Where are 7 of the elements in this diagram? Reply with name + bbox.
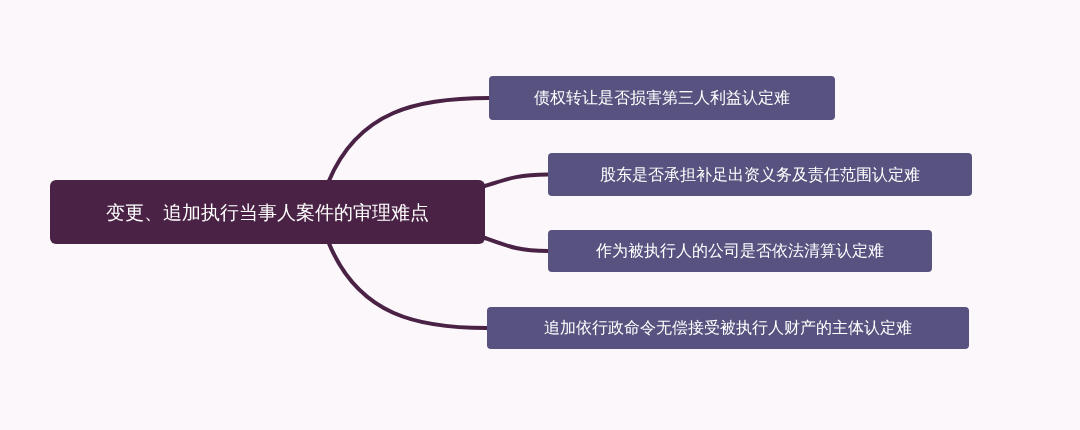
branch-line: [483, 236, 550, 253]
root-topic-box: 变更、追加执行当事人案件的审理难点: [50, 180, 485, 244]
subtopic-box: 股东是否承担补足出资义务及责任范围认定难: [548, 153, 972, 196]
subtopic-box: 债权转让是否损害第三人利益认定难: [489, 76, 835, 120]
branch-line: [483, 172, 550, 188]
subtopic-box: 追加依行政命令无偿接受被执行人财产的主体认定难: [487, 307, 969, 349]
subtopic-box: 作为被执行人的公司是否依法清算认定难: [548, 230, 932, 272]
